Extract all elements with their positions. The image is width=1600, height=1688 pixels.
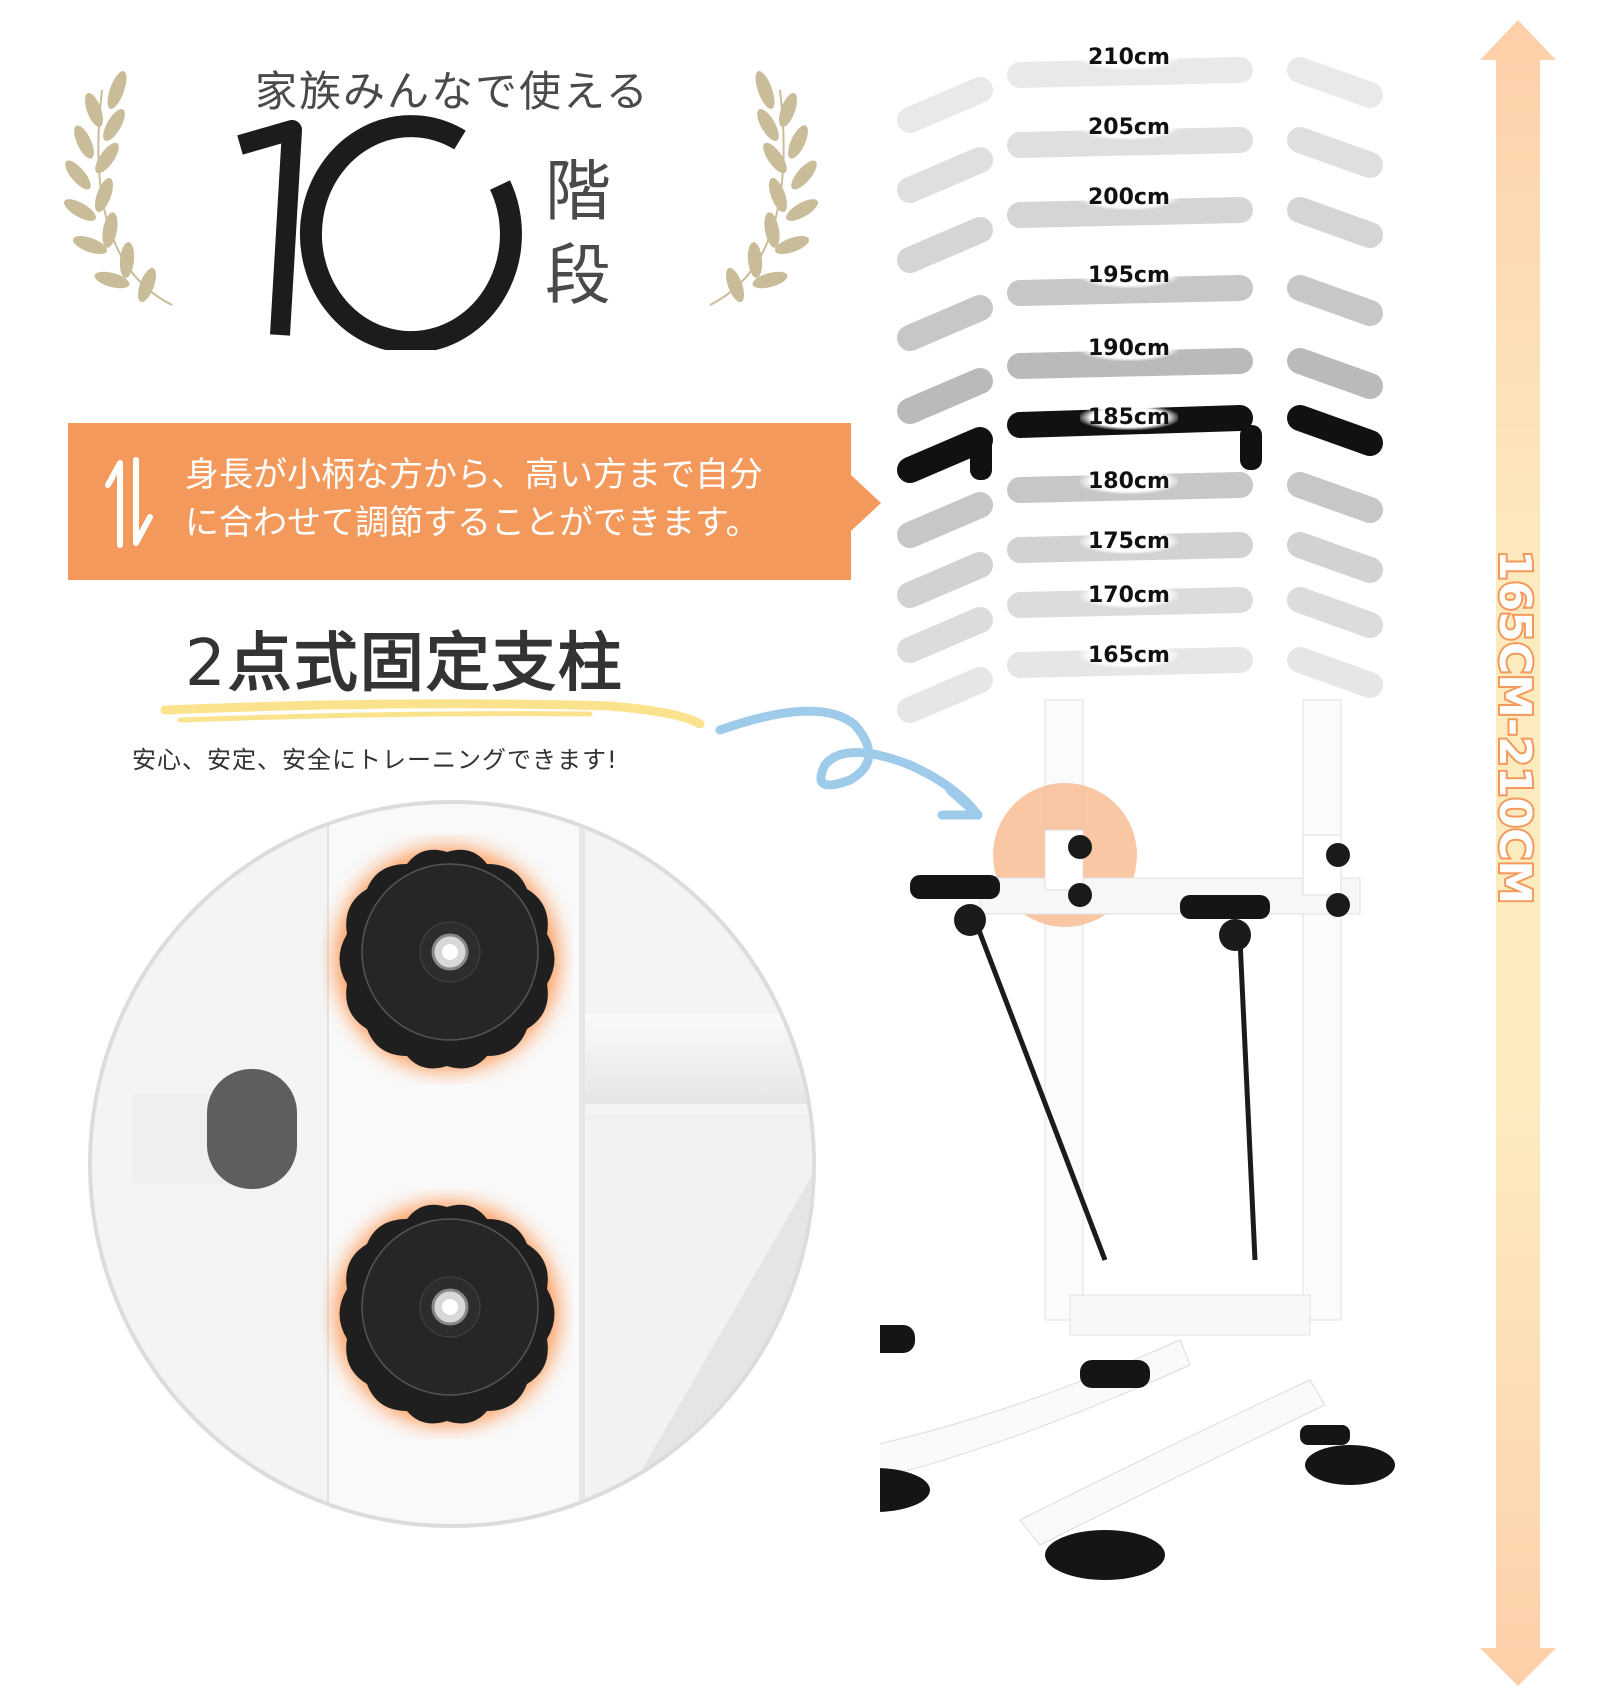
height-range-double-arrow-icon: [1480, 20, 1556, 1686]
feature-title: 2点式固定支柱: [185, 612, 624, 704]
callout-line-1: 身長が小柄な方から、高い方まで自分: [185, 455, 763, 495]
kanji-dan: 段: [545, 237, 611, 314]
feature-title-text: 点式固定支柱: [227, 627, 624, 701]
laurel-right-icon: [709, 71, 818, 306]
height-label-180: 180cm: [1080, 469, 1178, 494]
locking-knob-icon: [335, 1202, 559, 1426]
height-label-175: 175cm: [1080, 529, 1178, 554]
steps-kanji: 階 段: [545, 150, 635, 318]
kanji-kai: 階: [545, 153, 611, 230]
height-label-195: 195cm: [1080, 263, 1178, 288]
height-label-185: 185cm: [1080, 405, 1178, 430]
number-ten-graphic: [237, 115, 522, 354]
up-down-arrows-icon: [105, 457, 153, 548]
big-number-10: 10: [230, 110, 550, 354]
height-label-210: 210cm: [1080, 45, 1178, 70]
adjustable-height-callout: [68, 423, 851, 580]
tagline: 家族みんなで使える: [255, 67, 650, 116]
callout-pointer: [851, 475, 881, 531]
callout-line-2: に合わせて調節することができます。: [185, 503, 760, 543]
yellow-brush-underline: [160, 699, 705, 728]
locking-knob-icon: [335, 847, 559, 1071]
callout-text: 身長が小柄な方から、高い方まで自分 に合わせて調節することができます。: [185, 451, 763, 547]
side-cap: [207, 1069, 297, 1189]
height-label-165: 165cm: [1080, 643, 1178, 668]
power-tower-illustration: 210cm 205cm 200cm 195cm 190cm 185cm 180c…: [820, 40, 1440, 1600]
crossbar-tube: [582, 1014, 812, 1104]
height-range-label: 165CM-210CM: [1488, 548, 1542, 906]
diagonal-brace: [582, 1114, 812, 1524]
height-label-205: 205cm: [1080, 115, 1178, 140]
laurel-left-icon: [64, 71, 173, 306]
curly-arrow-icon: [715, 706, 983, 820]
feature-title-number: 2: [185, 627, 228, 701]
height-label-190: 190cm: [1080, 336, 1178, 361]
range-label-text: 165CM-210CM: [1489, 550, 1540, 904]
height-label-170: 170cm: [1080, 583, 1178, 608]
knob-detail-closeup: [88, 800, 816, 1528]
height-label-200: 200cm: [1080, 185, 1178, 210]
feature-description: 安心、安定、安全にトレーニングできます!: [132, 746, 618, 774]
